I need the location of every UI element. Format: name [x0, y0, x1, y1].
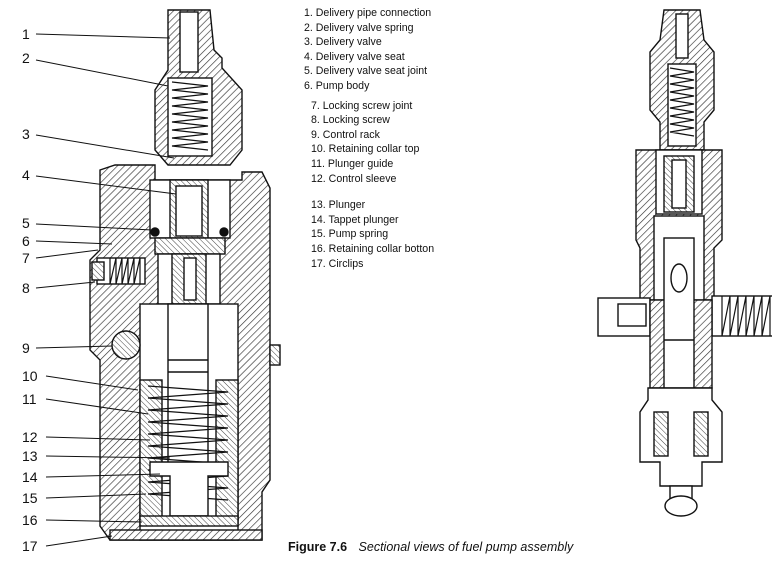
legend-item: 6. Pump body — [304, 79, 370, 92]
plunger — [167, 303, 209, 465]
legend-item: 1. Delivery pipe connection — [304, 7, 432, 19]
legend-group-3: 13. Plunger 14. Tappet plunger 15. Pump … — [304, 198, 434, 271]
delivery-valve-spring — [171, 81, 209, 151]
callout-9: 9 — [22, 340, 30, 356]
callout-12: 12 — [22, 429, 38, 445]
legend-item: 15. Pump spring — [311, 228, 389, 241]
figure-number: Figure 7.6 — [288, 540, 348, 554]
left-sectional-view — [89, 9, 281, 541]
control-rack — [111, 330, 141, 360]
legend-item: 16. Retaining collar botton — [311, 242, 435, 255]
legend-item: 13. Plunger — [311, 199, 366, 212]
legend-item: 7. Locking screw joint — [311, 99, 413, 112]
legend-item: 12. Control sleeve — [311, 172, 397, 185]
legend-group-1: 1. Delivery pipe connection 2. Delivery … — [304, 6, 434, 94]
legend-item: 10. Retaining collar top — [311, 143, 420, 156]
legend-item: 2. Delivery valve spring — [304, 21, 414, 34]
legend-item: 9. Control rack — [311, 128, 380, 141]
right-cutaway-view — [597, 9, 772, 517]
callout-13: 13 — [22, 448, 38, 464]
callout-6: 6 — [22, 233, 30, 249]
retaining-collar-bottom — [139, 515, 239, 527]
callout-10: 10 — [22, 368, 38, 384]
callout-numbers: 1 2 3 4 5 6 7 8 9 10 11 12 13 14 15 16 1… — [22, 26, 38, 554]
pump-spring — [147, 385, 229, 501]
caption-text: Sectional views of fuel pump assembly — [358, 540, 574, 554]
callout-15: 15 — [22, 490, 38, 506]
delivery-valve-seat — [154, 237, 226, 255]
callout-1: 1 — [22, 26, 30, 42]
callout-3: 3 — [22, 126, 30, 142]
legend-item: 17. Circlips — [311, 257, 364, 270]
legend-item: 8. Locking screw — [311, 114, 390, 127]
parts-legend: 1. Delivery pipe connection 2. Delivery … — [304, 6, 434, 271]
callout-4: 4 — [22, 167, 30, 183]
circlip — [109, 529, 263, 541]
callout-11: 11 — [22, 391, 37, 407]
callout-2: 2 — [22, 50, 30, 66]
figure-caption: Figure 7.6 Sectional views of fuel pump … — [288, 540, 573, 554]
callout-5: 5 — [22, 215, 30, 231]
callout-leaders — [35, 33, 177, 547]
legend-item: 4. Delivery valve seat — [304, 50, 405, 63]
callout-17: 17 — [22, 538, 38, 554]
legend-item: 5. Delivery valve seat joint — [304, 65, 428, 78]
legend-item: 11. Plunger guide — [311, 157, 394, 170]
callout-16: 16 — [22, 512, 38, 528]
legend-item: 14. Tappet plunger — [311, 213, 399, 226]
legend-item: 3. Delivery valve — [304, 36, 382, 49]
callout-8: 8 — [22, 280, 30, 296]
callout-14: 14 — [22, 469, 38, 485]
callout-7: 7 — [22, 250, 30, 266]
legend-group-2: 7. Locking screw joint 8. Locking screw … — [304, 99, 434, 187]
